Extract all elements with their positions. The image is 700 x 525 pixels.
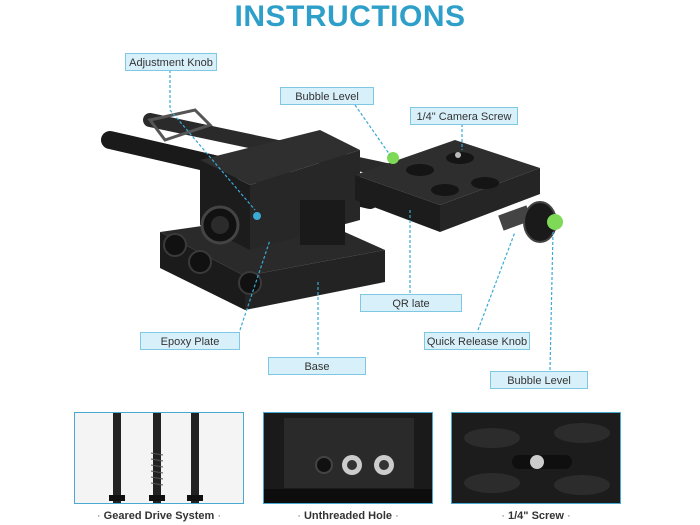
caption-screw: · 1/4" Screw · [501,510,571,522]
callout-lines [169,70,554,371]
label-epoxy-plate: Epoxy Plate [140,332,240,350]
qr-plate [355,140,540,232]
label-qr-plate: QR late [360,294,462,312]
screw-image [452,413,620,503]
quick-release-knob [498,201,563,243]
label-camera-screw: 1/4" Camera Screw [410,107,518,125]
carriage [200,130,360,250]
thumb-screw [451,412,621,504]
label-bubble-level-right: Bubble Level [490,371,588,389]
caption-geared-drive: · Geared Drive System · [96,510,222,522]
geared-drive-image [109,413,203,503]
label-adjustment-knob: Adjustment Knob [125,53,217,71]
thumb-unthreaded-hole [263,412,433,504]
thumb-geared-drive [74,412,244,504]
page-title: INSTRUCTIONS [234,0,466,33]
label-base: Base [268,357,366,375]
unthreaded-hole-image [264,413,432,503]
label-bubble-level-top: Bubble Level [280,87,374,105]
base-block [160,212,385,310]
label-quick-release-knob: Quick Release Knob [424,332,530,350]
caption-unthreaded-hole: · Unthreaded Hole · [297,510,399,522]
